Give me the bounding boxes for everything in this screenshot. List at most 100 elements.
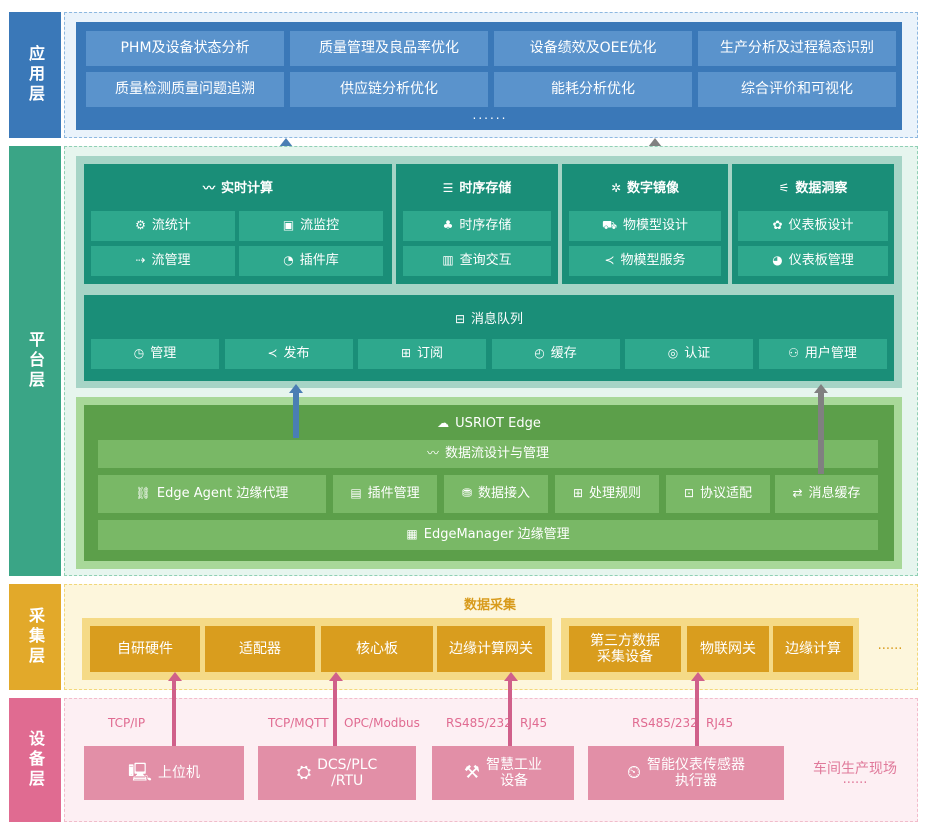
edge-flow-bar[interactable]: 〰数据流设计与管理 (98, 440, 878, 468)
badge-icon: ◎ (667, 346, 679, 361)
protocol-label: RJ45 (706, 716, 734, 730)
realtime-item[interactable]: ▣流监控 (239, 211, 383, 241)
line-chart-icon: ⚟ (778, 181, 790, 196)
mq-item[interactable]: ◎ 认证 (625, 339, 753, 369)
collect-ellipsis: ...... (877, 638, 903, 653)
book-icon: ⊞ (400, 346, 412, 361)
connection-arrow (329, 672, 343, 746)
app-item[interactable]: 质量检测质量问题追溯 (86, 72, 284, 107)
waveform-icon: 〰 (426, 446, 439, 461)
realtime-title: 〰实时计算 (202, 180, 274, 196)
protocol-label: TCP/IP (108, 716, 146, 730)
refresh-icon: ⇄ (792, 486, 803, 501)
protocol-label: RS485/232 (632, 716, 698, 730)
adapter-icon: ⊡ (683, 486, 695, 501)
mq-item[interactable]: ◷管理 (91, 339, 219, 369)
sliders-icon: ⚙ (135, 218, 146, 233)
arrow-up (289, 384, 303, 438)
collect-item[interactable]: 边缘计算网关 (437, 626, 545, 672)
mq-title: ⊟消息队列 (454, 311, 524, 327)
tsdb-item[interactable]: ♣时序存储 (403, 211, 551, 241)
car-icon: ⛟ (601, 218, 618, 233)
collect-item[interactable]: 核心板 (321, 626, 433, 672)
rule-icon: ⊞ (572, 486, 584, 501)
plc-icon: ⛭ (296, 761, 312, 783)
device-item[interactable]: ⛭DCS/PLC /RTU (258, 746, 416, 800)
mq-item[interactable]: ⚇ 用户管理 (758, 339, 887, 369)
mq-item[interactable]: ◴ 缓存 (491, 339, 620, 369)
app-item[interactable]: 生产分析及过程稳态识别 (698, 31, 896, 66)
layer-label-collect: 采集层 (9, 584, 61, 690)
mq-item-label: 发布 (283, 345, 310, 361)
protocol-label: TCP/MQTT (268, 716, 329, 730)
device-item[interactable]: ⏲智能仪表传感器 执行器 (588, 746, 784, 800)
plugin-icon: ◔ (283, 253, 294, 268)
insight-item[interactable]: ✿仪表板设计 (738, 211, 888, 241)
protocol-label: OPC/Modbus (344, 716, 420, 730)
edge-manager-bar[interactable]: ▦EdgeManager 边缘管理 (98, 520, 878, 550)
twin-item[interactable]: ⛟物模型设计 (569, 211, 721, 241)
insight-item[interactable]: ◕仪表板管理 (738, 246, 888, 276)
arrow-up (814, 384, 828, 474)
device-site-ellipsis: ...... (842, 772, 868, 787)
mq-item-label: 用户管理 (804, 345, 857, 361)
flow-icon: ⇢ (135, 253, 146, 268)
queue-icon: ⊟ (454, 312, 466, 327)
protocol-label: RS485/232 (446, 716, 512, 730)
protocol-label: RJ45 (520, 716, 548, 730)
mq-item[interactable]: ≺ 发布 (224, 339, 353, 369)
app-item[interactable]: PHM及设备状态分析 (86, 31, 284, 66)
plugin-icon: ▤ (350, 486, 362, 501)
collect-item[interactable]: 自研硬件 (90, 626, 200, 672)
edge-item[interactable]: ⛓Edge Agent 边缘代理 (98, 475, 326, 513)
app-item[interactable]: 供应链分析优化 (290, 72, 488, 107)
link-icon: ⛓ (135, 486, 151, 501)
collect-item[interactable]: 第三方数据 采集设备 (569, 626, 681, 672)
share-icon: ≺ (267, 346, 278, 361)
app-ellipsis: ...... (472, 108, 508, 122)
mq-item-label: 缓存 (550, 345, 577, 361)
layer-label-app: 应用层 (9, 12, 61, 138)
app-item[interactable]: 综合评价和可视化 (698, 72, 896, 107)
share-icon: ≺ (604, 253, 615, 268)
tsdb-item[interactable]: ▥查询交互 (403, 246, 551, 276)
monitor-icon: ▣ (282, 218, 295, 233)
edge-item[interactable]: ⇄消息缓存 (775, 475, 878, 513)
tsdb-title: ☰时序存储 (442, 180, 512, 196)
twin-item[interactable]: ≺物模型服务 (569, 246, 721, 276)
chart-icon: ▥ (442, 253, 454, 268)
meter-icon: ⏲ (626, 761, 642, 783)
layer-label-platform: 平台层 (9, 146, 61, 576)
database-icon: ⛃ (461, 486, 473, 501)
machine-icon: ⚒ (463, 761, 481, 783)
mq-item-label: 认证 (684, 345, 711, 361)
realtime-item[interactable]: ⇢流管理 (91, 246, 235, 276)
collect-item[interactable]: 适配器 (205, 626, 315, 672)
realtime-item[interactable]: ◔插件库 (239, 246, 383, 276)
user-icon: ⚇ (788, 346, 799, 361)
mq-item[interactable]: ⊞订阅 (358, 339, 486, 369)
cloud-icon: ☁ (437, 416, 450, 431)
collect-item[interactable]: 边缘计算 (773, 626, 853, 672)
app-item[interactable]: 能耗分析优化 (494, 72, 692, 107)
waveform-icon: 〰 (202, 181, 215, 196)
layer-label-device: 设备层 (9, 698, 61, 822)
connection-arrow (168, 672, 182, 746)
palette-icon: ✿ (772, 218, 783, 233)
app-item[interactable]: 质量管理及良品率优化 (290, 31, 488, 66)
device-item[interactable]: 🖳上位机 (84, 746, 244, 800)
collect-title: 数据采集 (463, 598, 516, 613)
collect-item[interactable]: 物联网关 (687, 626, 769, 672)
edge-item[interactable]: ⊡协议适配 (666, 475, 770, 513)
insight-title: ⚟数据洞察 (778, 180, 848, 196)
connection-arrow (691, 672, 705, 746)
clock-icon: ◴ (534, 346, 545, 361)
gears-icon: ✲ (610, 181, 622, 196)
edge-item[interactable]: ▤插件管理 (333, 475, 437, 513)
edge-item[interactable]: ⊞处理规则 (555, 475, 659, 513)
app-item[interactable]: 设备绩效及OEE优化 (494, 31, 692, 66)
device-site-label: 车间生产现场 (813, 761, 897, 777)
edge-item[interactable]: ⛃数据接入 (444, 475, 548, 513)
device-item[interactable]: ⚒智慧工业 设备 (432, 746, 574, 800)
realtime-item[interactable]: ⚙流统计 (91, 211, 235, 241)
